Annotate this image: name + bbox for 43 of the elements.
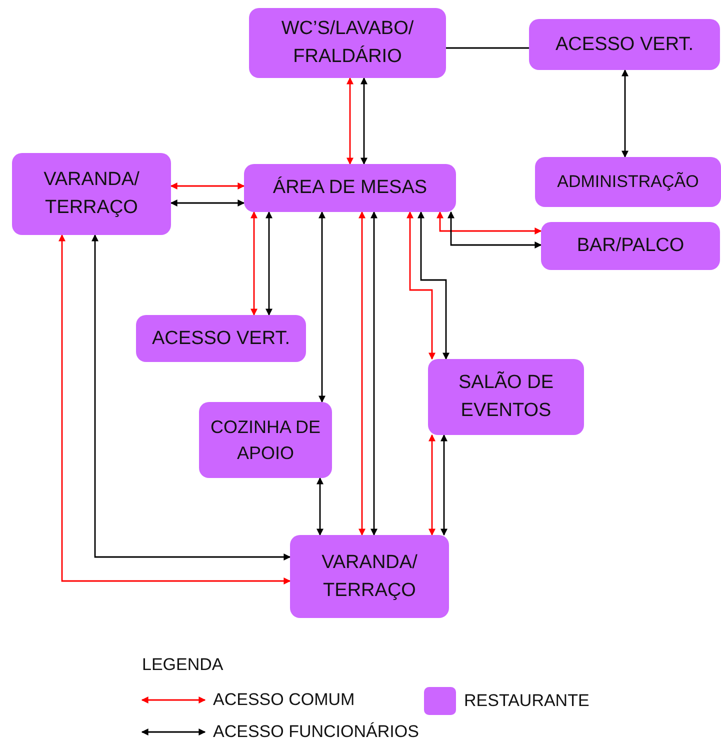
room-name: SALÃO DE EVENTOS	[457, 370, 555, 423]
room-box	[199, 402, 332, 478]
room-box	[535, 157, 721, 207]
arrow	[360, 77, 368, 165]
arrow	[250, 211, 258, 316]
room-name: ÁREA DE MESAS	[272, 176, 428, 200]
arrow	[418, 211, 450, 360]
room-box	[12, 153, 171, 235]
room-name: BAR/PALCO	[576, 234, 684, 258]
arrow	[346, 77, 354, 165]
room-name: VARANDA/ TERRAÇO	[320, 550, 418, 602]
room-name: ADMINISTRAÇÃO	[557, 170, 699, 193]
room-box	[249, 8, 446, 78]
room-box	[290, 535, 449, 618]
arrow	[316, 477, 324, 536]
arrow	[170, 182, 245, 190]
arrow	[448, 211, 542, 248]
legend-text: ACESSO FUNCIONÁRIOS	[213, 722, 419, 742]
legend-text: ACESSO COMUM	[213, 690, 355, 710]
arrow	[92, 234, 291, 560]
arrow	[58, 234, 291, 584]
room-box	[428, 359, 584, 435]
arrow	[318, 211, 326, 403]
arrow	[428, 434, 436, 536]
room-box	[136, 315, 306, 362]
arrow	[266, 211, 272, 316]
room-name: ACESSO VERT.	[152, 326, 290, 351]
arrow	[370, 211, 378, 536]
arrow	[406, 211, 436, 360]
room-name: VARANDA/ TERRAÇO	[42, 168, 140, 220]
room-box	[541, 222, 720, 270]
arrow	[440, 434, 448, 536]
arrow	[170, 200, 245, 206]
arrow	[622, 69, 628, 158]
legend-text: RESTAURANTE	[464, 691, 590, 711]
arrow	[358, 211, 366, 536]
arrow	[436, 211, 542, 234]
room-box	[529, 19, 720, 70]
room-name: WC’S/LAVABO/ FRALDÁRIO	[280, 17, 415, 69]
room-name: ACESSO VERT.	[556, 32, 694, 57]
room-name: COZINHA DE APOIO	[209, 416, 322, 465]
legend-heading: LEGENDA	[142, 655, 224, 675]
room-box	[244, 164, 456, 212]
